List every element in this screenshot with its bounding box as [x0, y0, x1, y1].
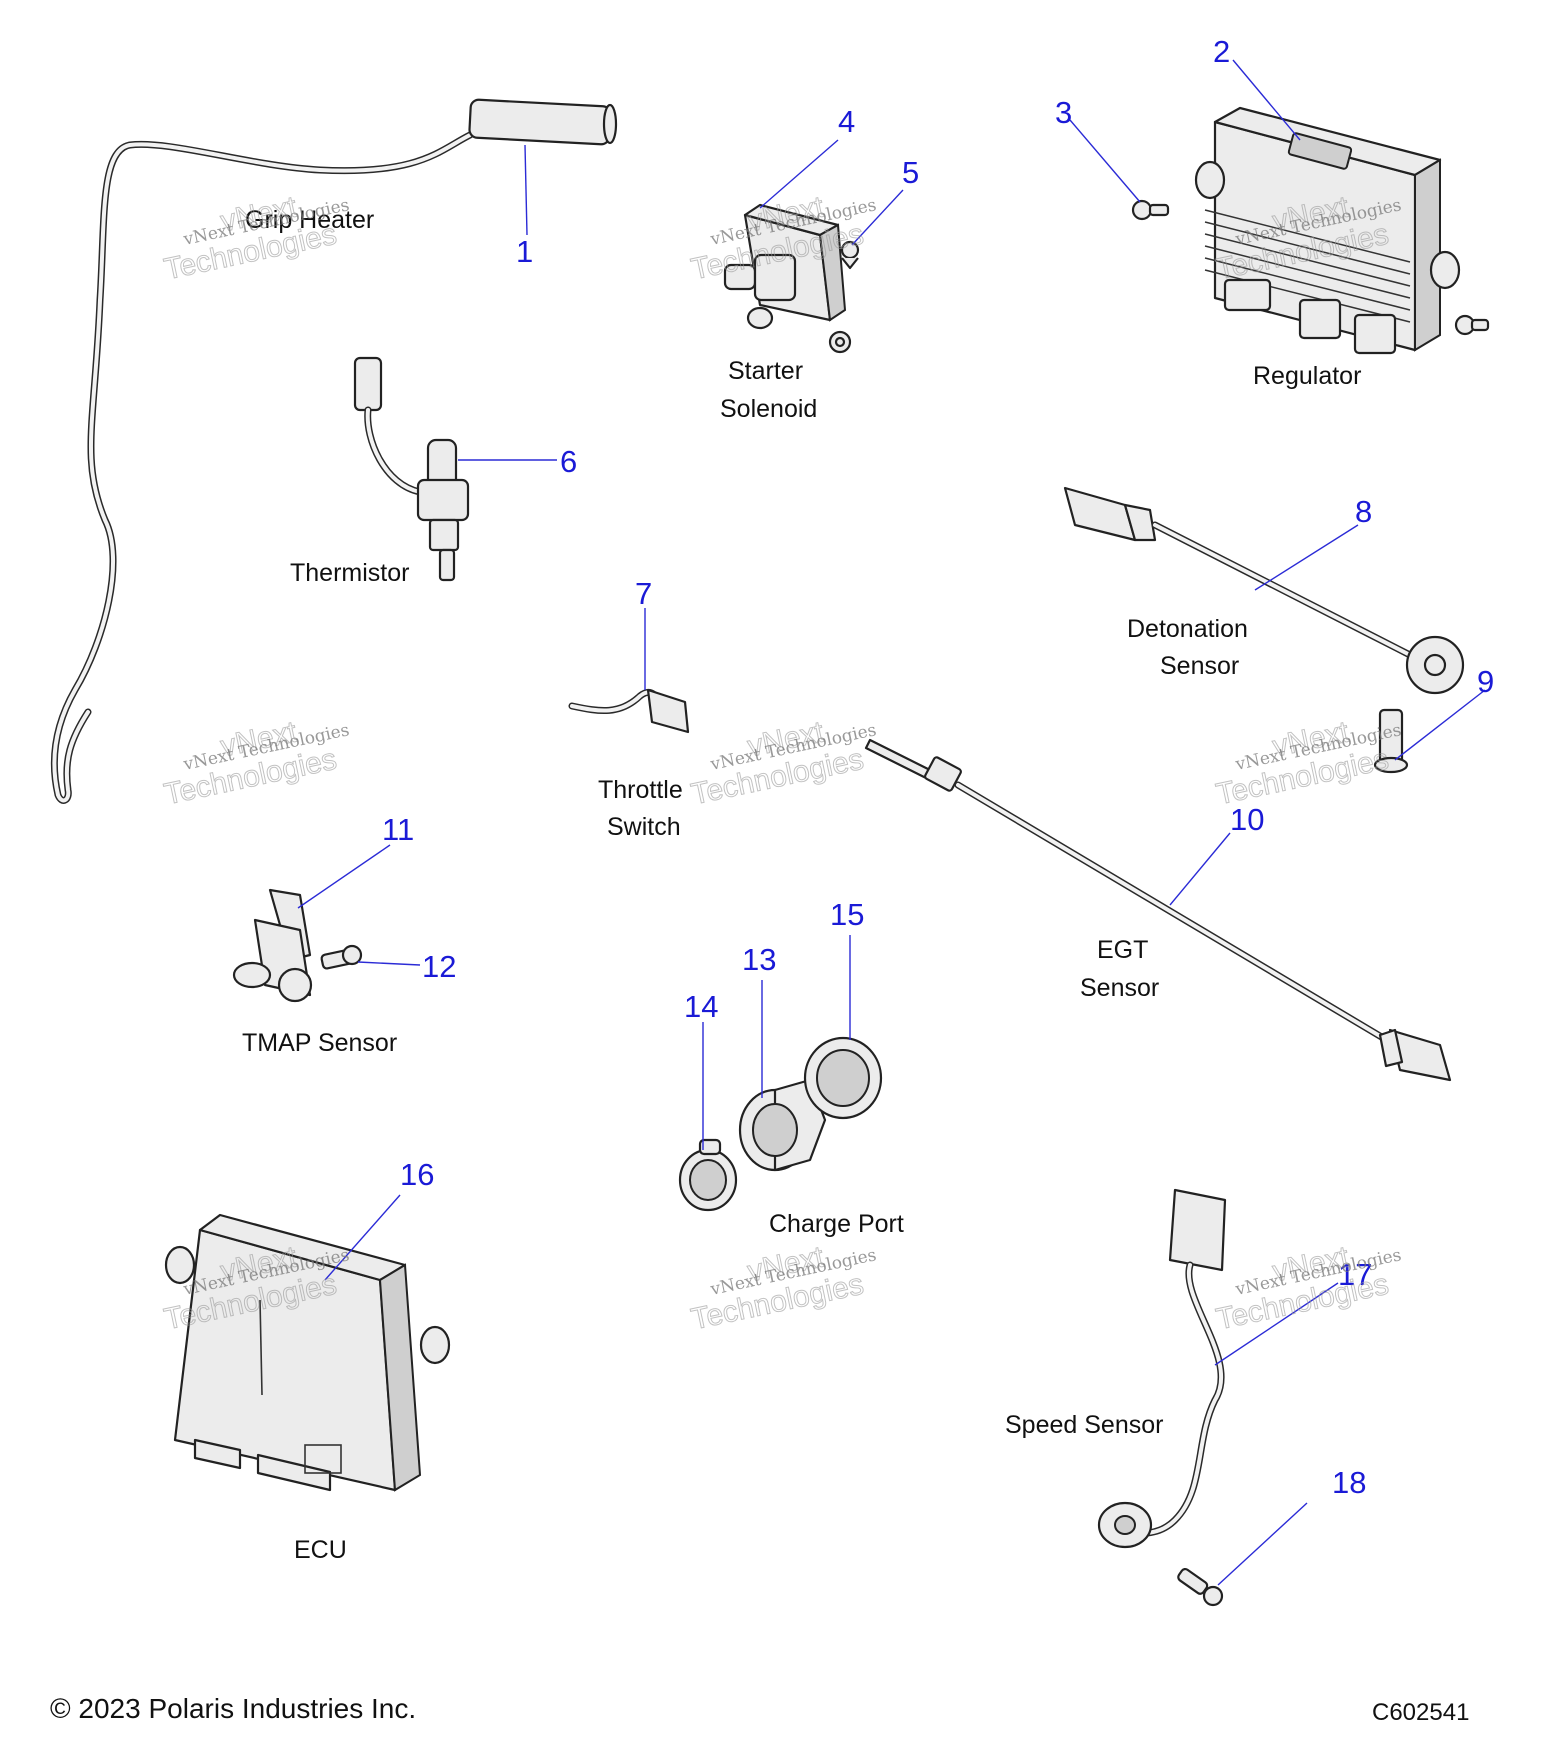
callout-9: 9	[1477, 664, 1494, 699]
bolt-18-drawing	[1177, 1567, 1224, 1607]
callout-15: 15	[830, 897, 864, 932]
callout-1: 1	[516, 234, 533, 269]
grip-heater-drawing	[50, 98, 618, 804]
label-egt-sensor: Sensor	[1080, 974, 1159, 1002]
starter-solenoid-drawing	[723, 203, 860, 330]
copyright: © 2023 Polaris Industries Inc.	[50, 1693, 416, 1724]
label-egt: EGT	[1097, 936, 1148, 964]
callout-10: 10	[1230, 802, 1264, 837]
leader-lines	[297, 59, 1486, 1586]
charge-port-drawing	[678, 1036, 883, 1212]
label-regulator: Regulator	[1253, 362, 1361, 390]
label-tmap: TMAP Sensor	[242, 1029, 397, 1057]
egt-sensor-drawing	[864, 738, 1452, 1082]
callout-12: 12	[422, 949, 456, 984]
callouts: 1 2 3 4 5 6 7 8 9 10 11 12 13 14 15 16 1…	[382, 34, 1494, 1500]
speed-sensor-drawing	[1097, 1188, 1227, 1549]
bolt-3-drawing	[1131, 199, 1170, 221]
label-detonation: Detonation	[1127, 615, 1248, 643]
callout-4: 4	[838, 104, 855, 139]
label-throttle: Throttle	[598, 776, 683, 804]
callout-16: 16	[400, 1157, 434, 1192]
throttle-switch-drawing	[568, 688, 690, 734]
callout-18: 18	[1332, 1465, 1366, 1500]
callout-14: 14	[684, 989, 718, 1024]
nut-drawing	[828, 330, 852, 354]
callout-11: 11	[382, 812, 414, 847]
callout-8: 8	[1355, 494, 1372, 529]
ecu-drawing	[164, 1213, 451, 1492]
thermistor-drawing	[353, 356, 470, 582]
callout-17: 17	[1338, 1257, 1372, 1292]
callout-2: 2	[1213, 34, 1230, 69]
detonation-sensor-drawing	[1063, 486, 1465, 695]
label-solenoid: Solenoid	[720, 395, 817, 423]
label-detonation-sensor: Sensor	[1160, 652, 1239, 680]
watermark: vNext vNext Technologies Technologies	[688, 1240, 878, 1337]
label-ecu: ECU	[294, 1536, 347, 1564]
label-speed-sensor: Speed Sensor	[1005, 1411, 1163, 1439]
callout-6: 6	[560, 444, 577, 479]
watermark: vNext vNext Technologies Technologies	[688, 715, 878, 812]
watermark: vNext vNext Technologies Technologies	[1213, 1240, 1403, 1337]
bolt-12-drawing	[320, 944, 363, 970]
label-charge-port: Charge Port	[769, 1210, 904, 1238]
callout-3: 3	[1055, 95, 1072, 130]
label-switch: Switch	[607, 813, 681, 841]
label-grip-heater: Grip Heater	[245, 206, 374, 234]
label-starter: Starter	[728, 357, 803, 385]
callout-13: 13	[742, 942, 776, 977]
tmap-sensor-drawing	[232, 888, 313, 1003]
part-labels: Grip Heater Starter Solenoid Regulator T…	[242, 206, 1361, 1564]
diagram-code: C602541	[1372, 1699, 1469, 1726]
label-thermistor: Thermistor	[290, 559, 409, 587]
regulator-bolt-drawing	[1454, 314, 1490, 336]
callout-7: 7	[635, 576, 652, 611]
watermark: vNext vNext Technologies Technologies	[161, 190, 351, 287]
regulator-drawing	[1194, 106, 1461, 355]
watermark: vNext vNext Technologies Technologies	[161, 715, 351, 812]
bolt-9-drawing	[1373, 708, 1409, 774]
callout-5: 5	[902, 155, 919, 190]
